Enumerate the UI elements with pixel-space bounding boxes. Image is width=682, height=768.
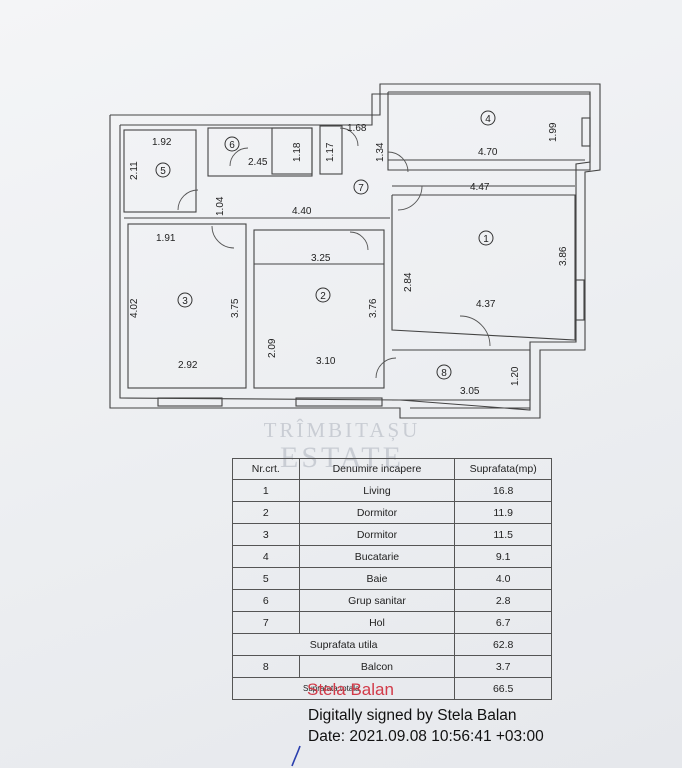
room-marker-1 bbox=[478, 230, 494, 246]
signature-name: Stela Balan bbox=[307, 680, 394, 699]
dim-label: 3.86 bbox=[558, 246, 569, 266]
table-cell: Grup sanitar bbox=[298, 589, 456, 612]
table-cell: Bucatarie bbox=[298, 545, 456, 568]
dim-label: 2.45 bbox=[248, 157, 268, 168]
pen-mark-icon bbox=[291, 745, 301, 767]
dim-label: 1.68 bbox=[347, 123, 367, 134]
table-cell: 5 bbox=[232, 567, 300, 590]
table-header: Nr.crt. bbox=[232, 458, 300, 480]
room-marker-2 bbox=[315, 287, 331, 303]
table-cell: Hol bbox=[298, 611, 456, 634]
table-row-util: Suprafata utila 62.8 bbox=[231, 633, 552, 656]
dim-label: 1.34 bbox=[375, 142, 386, 162]
dim-label: 4.40 bbox=[292, 206, 312, 217]
dim-label: 3.75 bbox=[230, 298, 241, 318]
room-markers: 1 2 3 4 5 6 7 8 bbox=[155, 110, 496, 380]
table-cell: 4.0 bbox=[454, 567, 552, 590]
dim-label: 3.05 bbox=[460, 386, 480, 397]
dim-label: 4.02 bbox=[129, 298, 140, 318]
table-cell: 1 bbox=[232, 479, 300, 502]
dim-label: 4.37 bbox=[476, 299, 496, 310]
table-cell: 3.7 bbox=[454, 655, 552, 678]
table-cell: Dormitor bbox=[298, 501, 456, 524]
area-table: Nr.crt. Denumire incapere Suprafata(mp) … bbox=[231, 458, 552, 700]
table-row-balcon: 8 Balcon 3.7 bbox=[232, 655, 552, 678]
room-label-4: 4 bbox=[485, 114, 491, 125]
table-row: 7 Hol 6.7 bbox=[232, 611, 552, 634]
door-swings bbox=[177, 127, 491, 379]
table-row: 5 Baie 4.0 bbox=[232, 567, 552, 590]
table-cell: 9.1 bbox=[454, 545, 552, 568]
table-cell: 6.7 bbox=[454, 611, 552, 634]
dim-label: 2.84 bbox=[403, 272, 414, 292]
util-label: Suprafata utila bbox=[231, 633, 456, 656]
room-marker-4 bbox=[480, 110, 496, 126]
table-header: Suprafata(mp) bbox=[454, 458, 552, 480]
dim-label: 2.92 bbox=[178, 360, 198, 371]
dim-label: 1.18 bbox=[292, 142, 303, 162]
room-label-5: 5 bbox=[160, 166, 166, 177]
table-cell: Living bbox=[298, 479, 456, 502]
watermark-line-1: TRÎMBITAȘU bbox=[263, 418, 421, 442]
signature-line-2: Date: 2021.09.08 10:56:41 +03:00 bbox=[308, 728, 544, 745]
util-area: 62.8 bbox=[454, 633, 552, 656]
table-row: 4 Bucatarie 9.1 bbox=[232, 545, 552, 568]
table-row: 6 Grup sanitar 2.8 bbox=[232, 589, 552, 612]
room-marker-7 bbox=[353, 179, 369, 195]
table-cell: 3 bbox=[232, 523, 300, 546]
room-label-1: 1 bbox=[483, 234, 489, 245]
dim-label: 4.70 bbox=[478, 147, 498, 158]
dim-label: 1.20 bbox=[510, 366, 521, 386]
table-cell: 11.9 bbox=[454, 501, 552, 524]
room-label-3: 3 bbox=[182, 296, 188, 307]
room-label-2: 2 bbox=[320, 291, 326, 302]
dim-label: 3.10 bbox=[316, 356, 336, 367]
table-row: 3 Dormitor 11.5 bbox=[232, 523, 552, 546]
table-cell: 4 bbox=[232, 545, 300, 568]
total-label: Suprafata totala bbox=[231, 677, 456, 700]
table-row-total: Suprafata totala 66.5 bbox=[231, 677, 552, 700]
dim-label: 2.11 bbox=[129, 161, 140, 180]
dim-label: 2.09 bbox=[267, 338, 278, 358]
table-header: Denumire incapere bbox=[298, 458, 456, 480]
room-label-8: 8 bbox=[441, 368, 447, 379]
room-marker-5 bbox=[155, 162, 171, 178]
dim-label: 1.04 bbox=[215, 196, 226, 216]
total-area: 66.5 bbox=[454, 677, 552, 700]
room-label-7: 7 bbox=[358, 183, 364, 194]
table-cell: Balcon bbox=[298, 655, 456, 678]
table-cell: 8 bbox=[232, 655, 300, 678]
dim-label: 3.25 bbox=[311, 253, 331, 264]
dim-label: 4.47 bbox=[470, 182, 490, 193]
table-cell: Baie bbox=[298, 567, 456, 590]
table-cell: 6 bbox=[232, 589, 300, 612]
dimension-labels: 1.92 2.11 2.45 1.18 1.17 1.68 1.34 4.70 … bbox=[129, 122, 569, 397]
table-row: 1 Living 16.8 bbox=[232, 479, 552, 502]
dim-label: 3.76 bbox=[368, 298, 379, 318]
table-header-row: Nr.crt. Denumire incapere Suprafata(mp) bbox=[232, 458, 552, 480]
table-cell: 11.5 bbox=[454, 523, 552, 546]
dim-label: 1.92 bbox=[152, 137, 172, 148]
table-cell: Dormitor bbox=[298, 523, 456, 546]
table-cell: 7 bbox=[232, 611, 300, 634]
table-row: 2 Dormitor 11.9 bbox=[232, 501, 552, 524]
dim-label: 1.91 bbox=[156, 233, 176, 244]
room-marker-3 bbox=[177, 292, 193, 308]
room-marker-8 bbox=[436, 364, 452, 380]
dim-label: 1.99 bbox=[548, 122, 559, 142]
room-label-6: 6 bbox=[229, 140, 235, 151]
table-cell: 16.8 bbox=[454, 479, 552, 502]
room-marker-6 bbox=[224, 136, 240, 152]
table-cell: 2.8 bbox=[454, 589, 552, 612]
signature-line-1: Digitally signed by Stela Balan bbox=[308, 707, 517, 724]
plan-walls bbox=[109, 83, 601, 419]
floor-plan: 1 2 3 4 5 6 7 8 1.92 2.11 2.45 1.18 1.17… bbox=[109, 83, 601, 419]
dim-label: 1.17 bbox=[325, 142, 336, 162]
table-cell: 2 bbox=[232, 501, 300, 524]
